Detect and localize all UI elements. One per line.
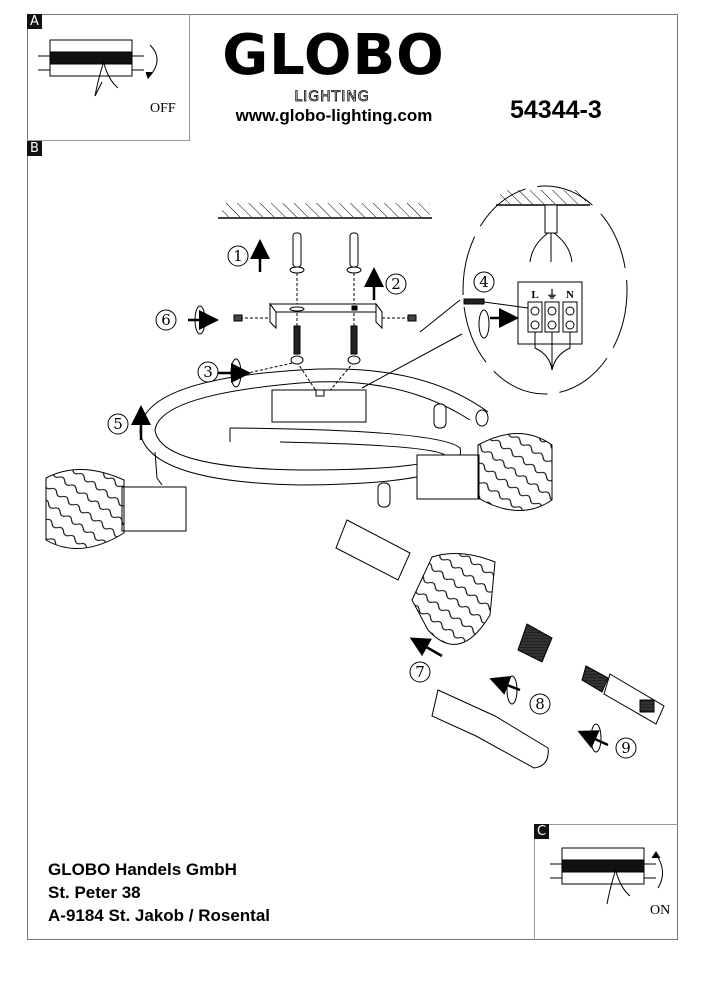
step-2-marker: 2: [385, 273, 407, 295]
svg-text:1: 1: [233, 247, 243, 265]
screw-icon: [233, 314, 417, 365]
switch-off-label: OFF: [150, 101, 176, 116]
brand-logo: GLOBO: [222, 23, 445, 88]
brand-sublogo: LIGHTING: [294, 89, 370, 105]
terminal-label-neutral: N: [566, 289, 574, 301]
switch-on-label: ON: [650, 903, 670, 918]
panel-a-power-off: [27, 14, 190, 141]
svg-text:8: 8: [535, 695, 545, 713]
step-6-marker: 6: [155, 309, 177, 331]
svg-text:2: 2: [391, 275, 401, 293]
step-9-marker: 9: [615, 737, 637, 759]
panel-a-tag: A: [27, 14, 42, 29]
mounting-bracket-icon: [269, 302, 383, 330]
step-5-marker: 5: [107, 413, 129, 435]
panel-b-tag: B: [27, 141, 42, 156]
panel-c-power-on: [534, 824, 678, 940]
step-7-marker: 7: [409, 661, 431, 683]
address-line: GLOBO Handels GmbH: [48, 860, 237, 879]
page-frame: [27, 14, 678, 940]
svg-text:4: 4: [479, 273, 489, 291]
wiring-detail-bubble: [361, 185, 628, 395]
wall-plug-icon: [289, 232, 362, 274]
address-line: A-9184 St. Jakob / Rosental: [48, 906, 271, 925]
spotlight-fixture-icon: [45, 368, 665, 769]
step-4-marker: 4: [473, 271, 495, 293]
svg-text:7: 7: [415, 663, 425, 681]
rotate-icon: [194, 305, 602, 753]
step-8-marker: 8: [529, 693, 551, 715]
website-url: www.globo-lighting.com: [235, 106, 433, 125]
svg-text:6: 6: [161, 311, 171, 329]
svg-text:9: 9: [621, 739, 631, 757]
svg-text:3: 3: [203, 363, 213, 381]
panel-c-tag: C: [534, 824, 549, 839]
terminal-label-live: L: [531, 289, 538, 301]
ceiling-icon: [218, 203, 432, 219]
model-number: 54344-3: [510, 96, 602, 124]
address-line: St. Peter 38: [48, 883, 141, 902]
svg-text:5: 5: [113, 415, 123, 433]
step-3-marker: 3: [197, 361, 219, 383]
breaker-panel-off-icon: [38, 39, 158, 97]
company-address: GLOBO Handels GmbH St. Peter 38 A-9184 S…: [48, 858, 270, 927]
step-1-marker: 1: [227, 245, 249, 267]
breaker-panel-on-icon: [550, 847, 663, 905]
terminal-label-earth: ⏚: [547, 288, 558, 301]
